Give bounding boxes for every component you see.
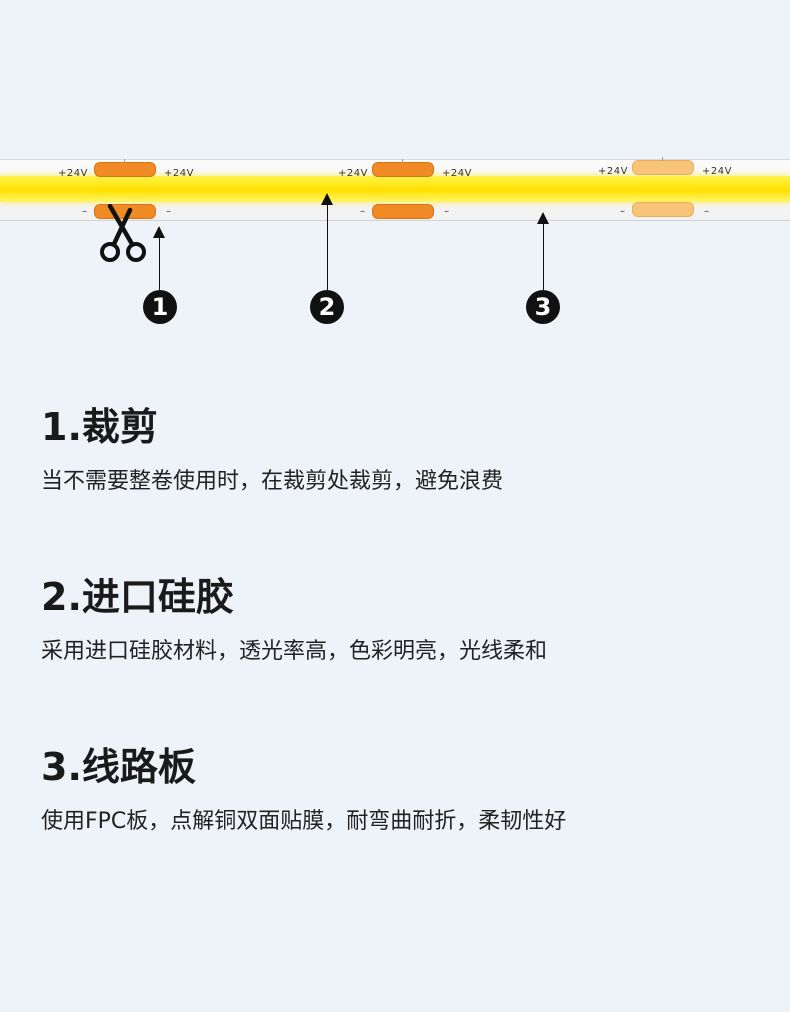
section-description: 使用FPC板，点解铜双面贴膜，耐弯曲耐折，柔韧性好 (41, 809, 567, 834)
section-title: 1.裁剪 (41, 405, 158, 449)
minus-label: – (444, 206, 449, 217)
feature-section-cutting: 1.裁剪 当不需要整卷使用时，在裁剪处裁剪，避免浪费 (41, 404, 503, 496)
voltage-label: +24V (164, 168, 194, 179)
arrow-head (321, 193, 333, 205)
minus-label: – (620, 206, 625, 217)
voltage-label: +24V (598, 166, 628, 177)
minus-label: – (360, 206, 365, 217)
solder-pad (94, 159, 156, 177)
voltage-label: +24V (442, 168, 472, 179)
section-description: 采用进口硅胶材料，透光率高，色彩明亮，光线柔和 (41, 639, 548, 664)
strip-light-band (0, 176, 790, 202)
solder-pad (372, 159, 434, 177)
arrow-line (159, 236, 160, 290)
voltage-label: +24V (338, 168, 368, 179)
minus-label: – (704, 206, 709, 217)
arrow-head (537, 212, 549, 224)
arrow-head (153, 226, 165, 238)
minus-label: – (166, 206, 171, 217)
callout-badge-2: 2 (310, 290, 344, 324)
solder-pad (632, 202, 694, 217)
feature-section-silicone: 2.进口硅胶 采用进口硅胶材料，透光率高，色彩明亮，光线柔和 (41, 574, 547, 666)
solder-pad (372, 204, 434, 219)
voltage-label: +24V (58, 168, 88, 179)
section-description: 当不需要整卷使用时，在裁剪处裁剪，避免浪费 (41, 469, 504, 494)
minus-label: – (82, 206, 87, 217)
feature-section-circuit-board: 3.线路板 使用FPC板，点解铜双面贴膜，耐弯曲耐折，柔韧性好 (41, 744, 566, 836)
scissors-icon (100, 204, 146, 262)
arrow-line (327, 203, 328, 290)
section-title: 3.线路板 (41, 745, 196, 789)
led-strip: +24V +24V – – +24V +24V – – +24V +24V – … (0, 150, 790, 230)
arrow-line (543, 222, 544, 290)
callout-badge-3: 3 (526, 290, 560, 324)
callout-badge-1: 1 (143, 290, 177, 324)
section-title: 2.进口硅胶 (41, 575, 234, 619)
voltage-label: +24V (702, 166, 732, 177)
solder-pad (632, 157, 694, 175)
